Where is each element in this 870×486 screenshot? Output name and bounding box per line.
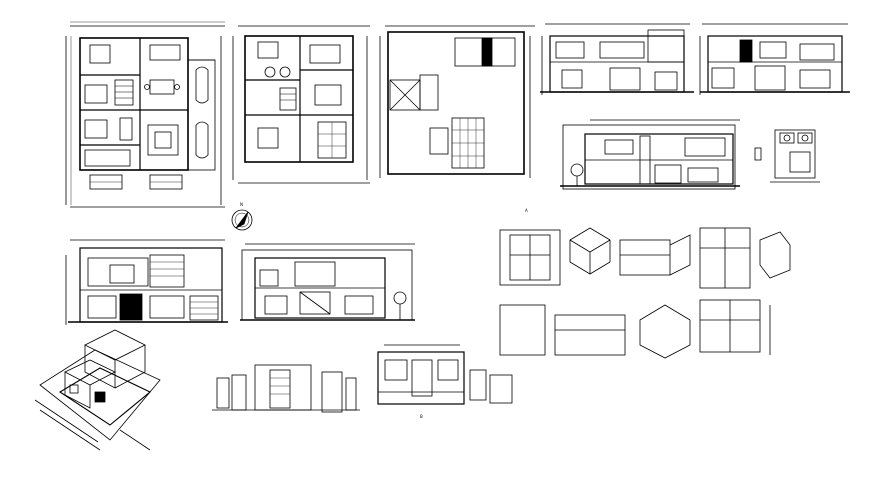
tree-icon	[393, 291, 407, 305]
bathroom-fixture-icon	[779, 132, 795, 144]
tree-icon	[570, 163, 584, 177]
car-icon	[195, 66, 209, 104]
detail-letter-label: B	[420, 414, 423, 419]
section-letter-label: A	[525, 208, 528, 213]
furniture-details	[499, 227, 791, 359]
elevation-top-1	[540, 23, 694, 95]
roof-plan	[379, 25, 535, 178]
long-section	[240, 243, 415, 321]
front-elevation	[65, 239, 228, 325]
entrance-details	[212, 364, 360, 413]
section-elevation	[560, 119, 740, 190]
north-arrow-icon	[231, 209, 253, 231]
facade-detail	[377, 344, 513, 405]
upper-floor-plan	[232, 25, 370, 184]
isometric-view	[34, 329, 161, 451]
north-mark-label: N	[240, 202, 243, 207]
elevation-top-2	[699, 23, 850, 95]
bathroom-detail	[754, 129, 820, 183]
ground-floor-plan	[65, 21, 225, 208]
car-icon	[195, 121, 209, 159]
